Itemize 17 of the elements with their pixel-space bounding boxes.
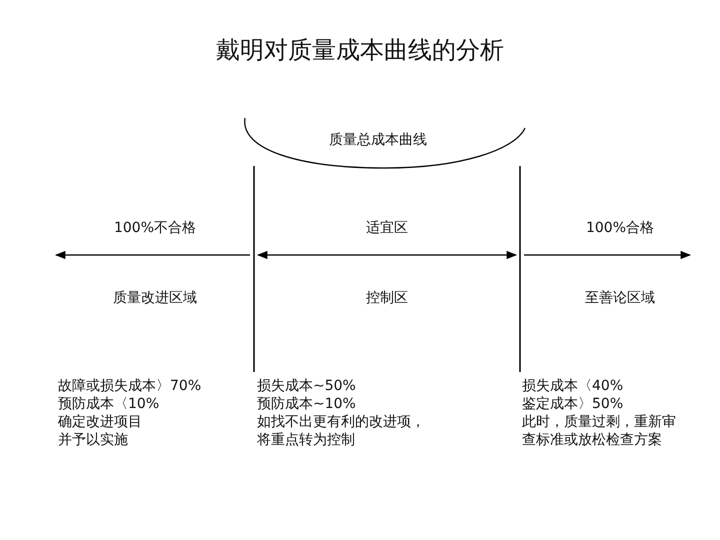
- cost-note: 损失成本〈40%: [522, 377, 624, 395]
- cost-note: 鉴定成本〉50%: [522, 395, 624, 413]
- cost-note: 损失成本~50%: [257, 377, 357, 395]
- title: 戴明对质量成本曲线的分析: [215, 35, 505, 66]
- zone-label: 100%不合格: [112, 219, 198, 237]
- zone-label: 至善论区域: [584, 289, 656, 307]
- zone-label: 适宜区: [365, 219, 409, 237]
- note-text: 确定改进项目并予以实施: [58, 413, 143, 449]
- note-text: 此时，质量过剩，重新审查标准或放松检查方案: [522, 413, 677, 449]
- cost-note: 预防成本〈10%: [58, 395, 160, 413]
- note-text: 如找不出更有利的改进项，将重点转为控制: [257, 413, 426, 449]
- cost-note: 预防成本~10%: [257, 395, 357, 413]
- zone-label: 100%合格: [584, 219, 656, 237]
- curve-label: 质量总成本曲线: [328, 131, 428, 149]
- cost-note: 故障或损失成本〉70%: [58, 377, 202, 395]
- zone-label: 控制区: [365, 289, 409, 307]
- zone-label: 质量改进区域: [112, 289, 198, 307]
